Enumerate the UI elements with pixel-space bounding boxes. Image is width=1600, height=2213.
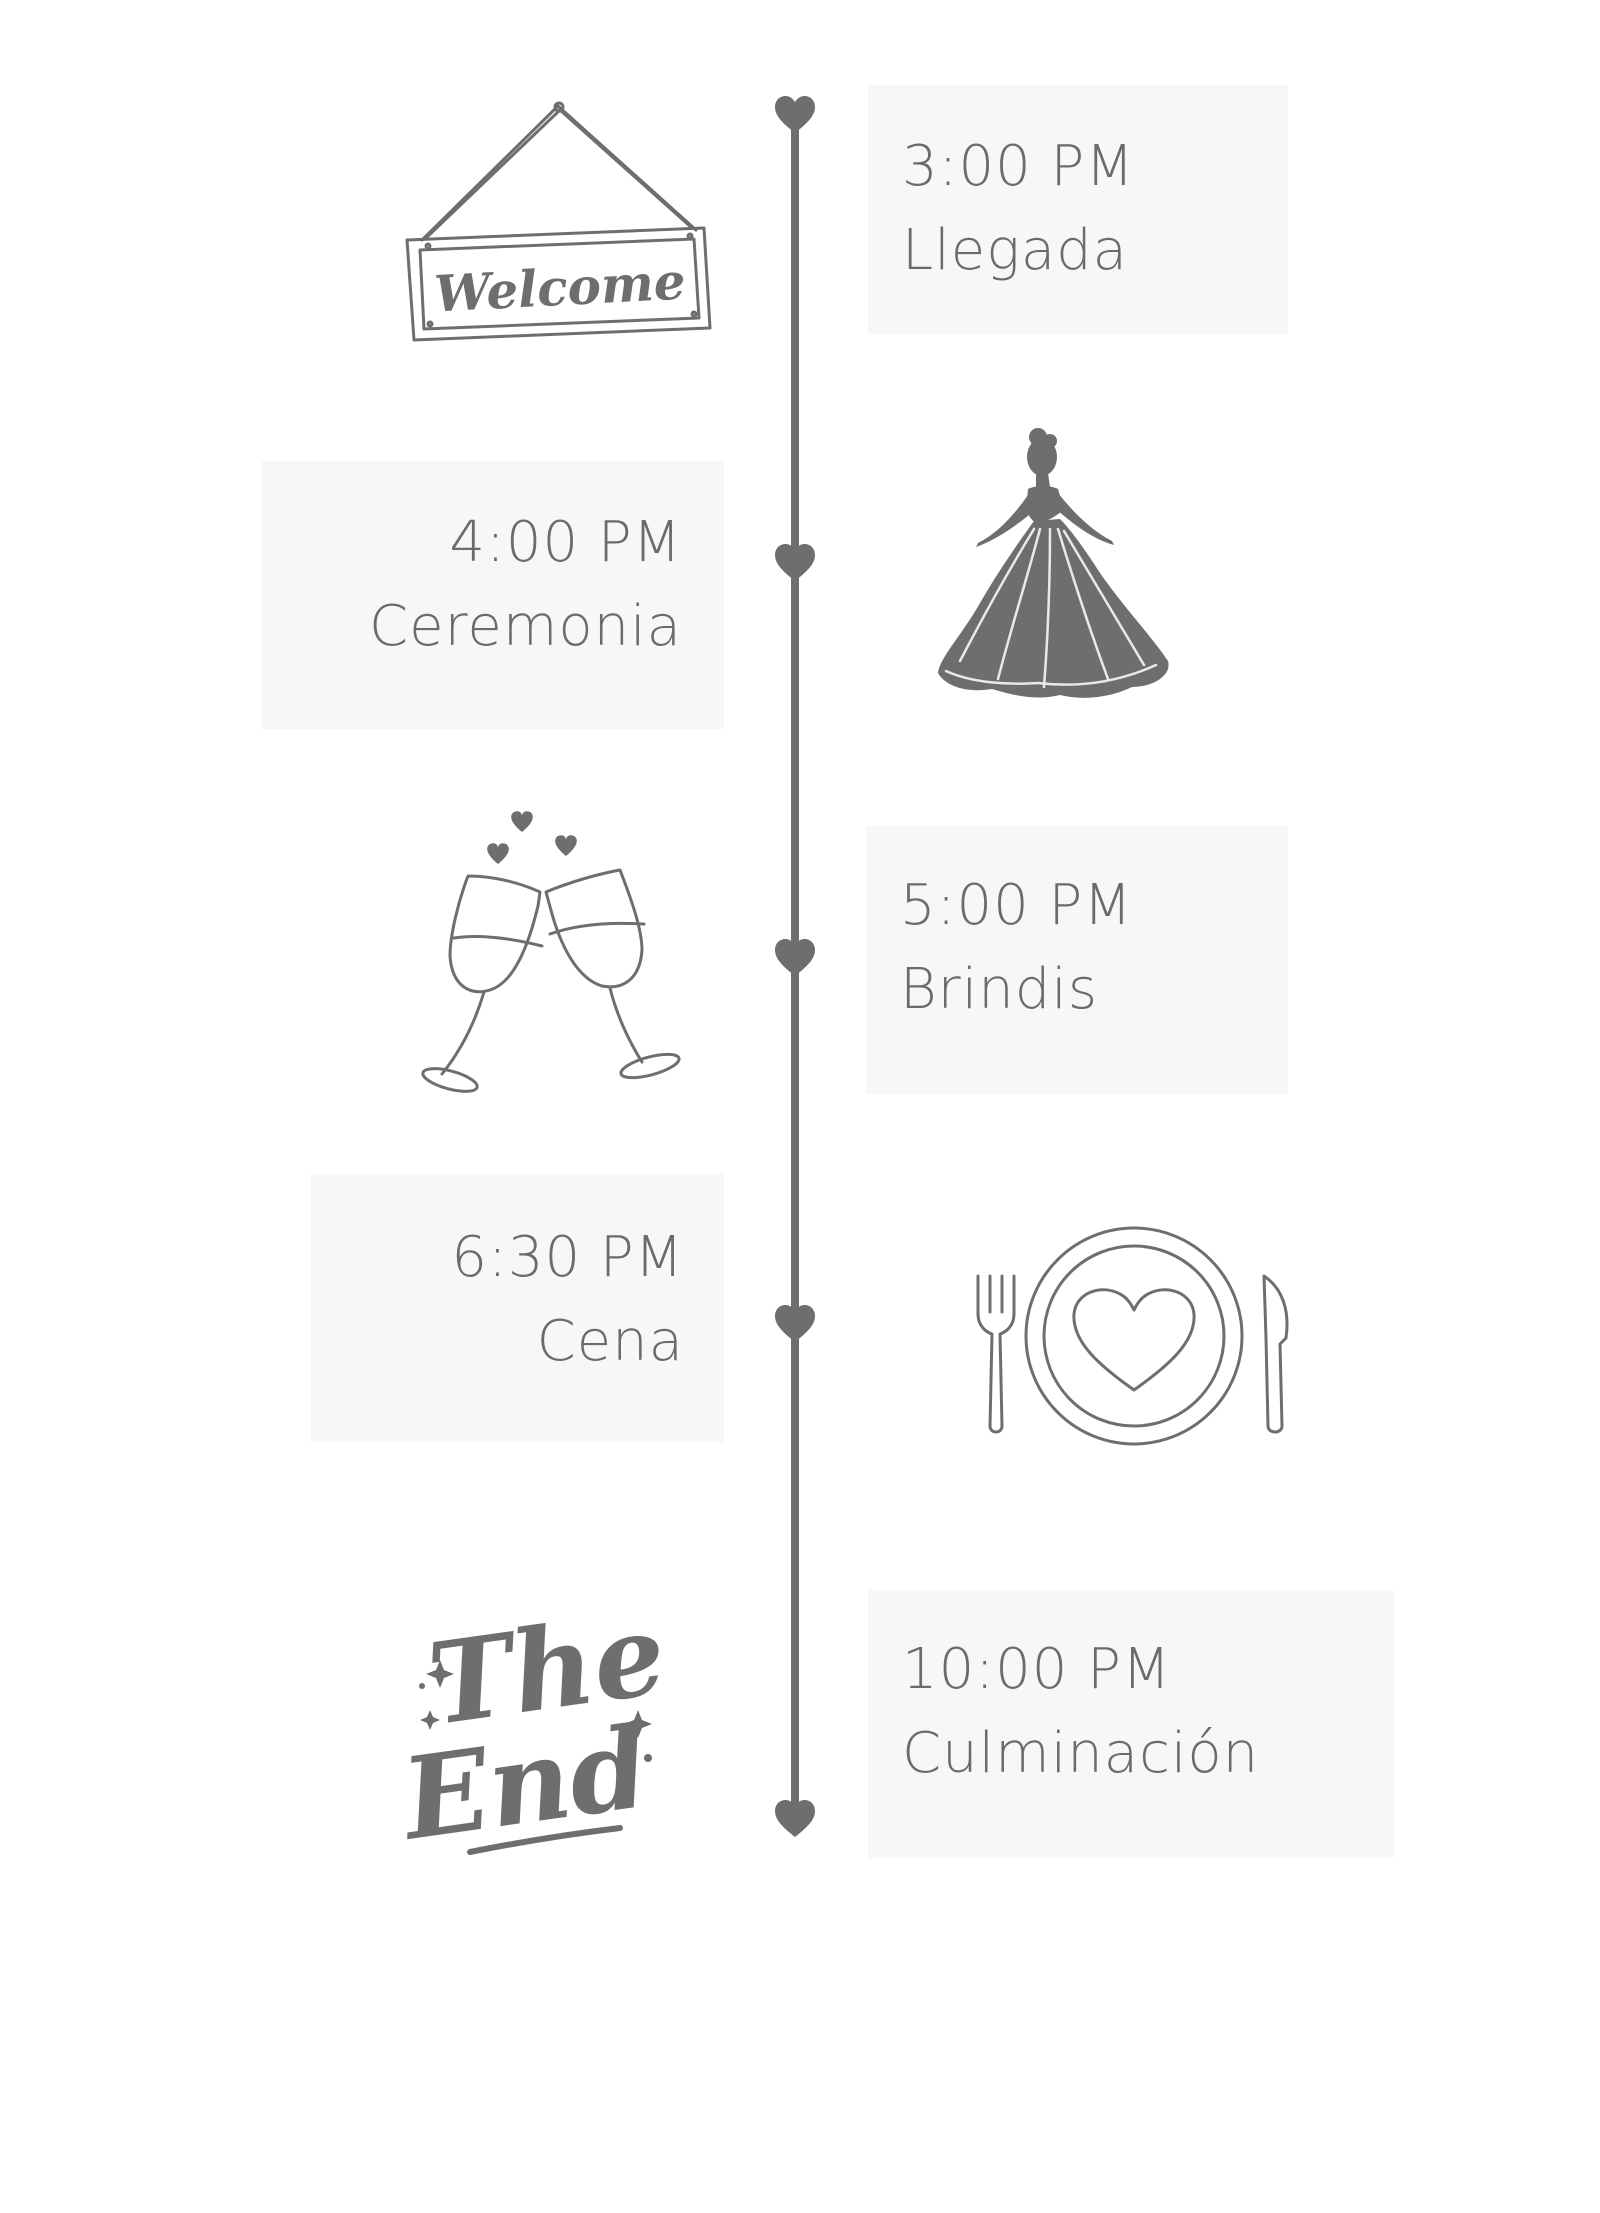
ball-gown-icon (932, 425, 1172, 707)
heart-marker-icon (773, 1799, 817, 1839)
event-card-2: 4:00 PM Ceremonia (262, 461, 724, 729)
heart-marker-icon (773, 543, 817, 583)
event-time: 4:00 PM (449, 510, 682, 575)
event-label: Culminación (902, 1721, 1260, 1786)
event-card-5: 10:00 PM Culminación (868, 1590, 1394, 1858)
the-end-text-line1: The (421, 1588, 673, 1751)
event-time: 6:30 PM (451, 1225, 684, 1290)
event-card-1: 3:00 PM Llegada (868, 85, 1288, 334)
champagne-toast-icon (414, 806, 688, 1098)
event-time: 3:00 PM (902, 134, 1135, 199)
event-label: Cena (536, 1309, 684, 1374)
event-time: 10:00 PM (902, 1637, 1172, 1702)
event-time: 5:00 PM (900, 873, 1133, 938)
heart-marker-icon (773, 938, 817, 978)
welcome-text: Welcome (433, 251, 687, 323)
welcome-sign-icon: Welcome (402, 100, 714, 350)
heart-marker-icon (773, 1304, 817, 1344)
event-card-3: 5:00 PM Brindis (866, 826, 1288, 1094)
dinner-plate-icon (974, 1226, 1292, 1448)
event-label: Llegada (902, 218, 1128, 283)
event-label: Brindis (900, 957, 1099, 1022)
the-end-lettering-icon: The End (392, 1588, 673, 1866)
event-card-4: 6:30 PM Cena (311, 1174, 724, 1442)
heart-marker-icon (773, 95, 817, 135)
event-label: Ceremonia (369, 594, 682, 659)
